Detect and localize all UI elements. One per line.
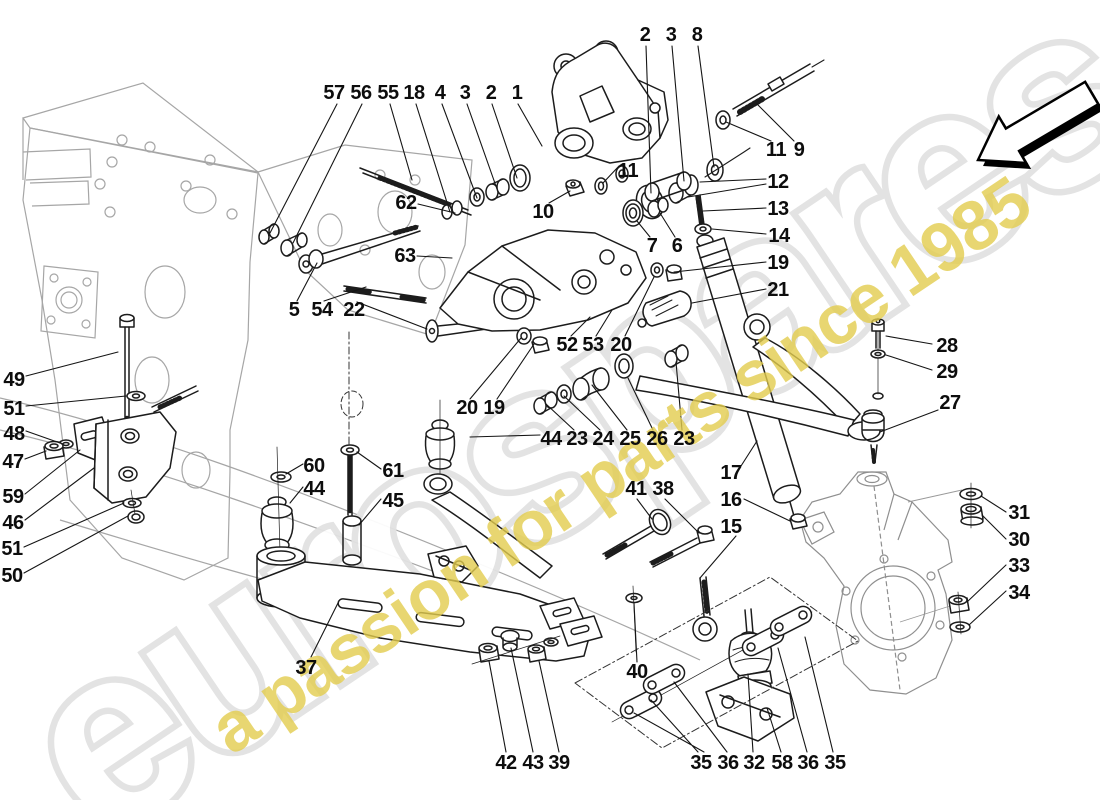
upper-wishbone bbox=[614, 313, 886, 464]
assembly-axis-lines bbox=[340, 331, 859, 749]
upper-bracket bbox=[551, 40, 669, 164]
fastener-row-left bbox=[258, 164, 531, 257]
steering-knuckle bbox=[799, 471, 963, 695]
inner-mount-casting bbox=[439, 165, 712, 332]
suspension-parts bbox=[23, 40, 1007, 753]
shock-absorber bbox=[696, 234, 808, 530]
leader-lines bbox=[23, 45, 1007, 753]
lower-link-assembly bbox=[611, 576, 813, 742]
direction-arrow-icon bbox=[976, 80, 1100, 169]
knuckle-fasteners bbox=[948, 482, 984, 635]
rubber-mounts bbox=[260, 399, 553, 579]
left-bracket-cluster bbox=[43, 313, 199, 524]
mounting-bolts bbox=[602, 508, 715, 568]
arm-pivot-nuts bbox=[471, 629, 561, 665]
